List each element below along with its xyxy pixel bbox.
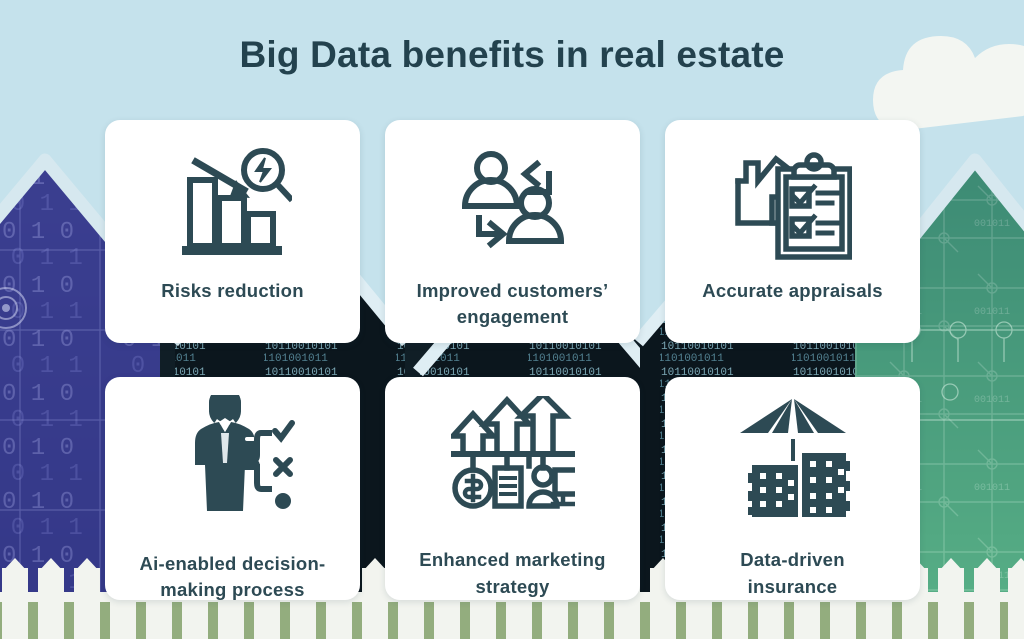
declining-bar-chart-with-arrow-and-magnifier-icon [174,144,292,264]
businessman-with-decision-brace-icon [171,395,295,521]
benefit-card-data-driven-insurance[interactable]: Data-driven insurance [665,377,920,600]
benefit-card-label: Data-driven insurance [740,549,845,597]
benefit-card-ai-enabled-decision-making-process[interactable]: Ai-enabled decision- making process [105,377,360,600]
rising-arrows-over-channel-icons-icon [450,395,575,517]
benefit-card-label: Improved customers’ engagement [416,280,609,328]
benefit-card-improved-customers-engagement[interactable]: Improved customers’ engagement [385,120,640,343]
cloud-icon [873,36,1024,130]
benefit-card-label: Risks reduction [161,280,304,301]
benefit-card-risks-reduction[interactable]: Risks reduction [105,120,360,343]
two-people-exchange-arrows-icon [457,144,569,264]
umbrella-over-buildings-icon [730,395,856,518]
benefit-card-accurate-appraisals[interactable]: Accurate appraisals [665,120,920,343]
benefit-card-enhanced-marketing-strategy[interactable]: Enhanced marketing strategy [385,377,640,600]
benefit-card-label: Accurate appraisals [702,280,883,301]
benefits-grid: Risks reduction Improved customers’ enga… [105,120,921,602]
page-title: Big Data benefits in real estate [239,34,785,75]
benefit-card-label: Ai-enabled decision- making process [139,553,326,601]
benefit-card-label: Enhanced marketing strategy [419,549,606,597]
house-with-clipboard-checklist-icon [734,144,852,264]
